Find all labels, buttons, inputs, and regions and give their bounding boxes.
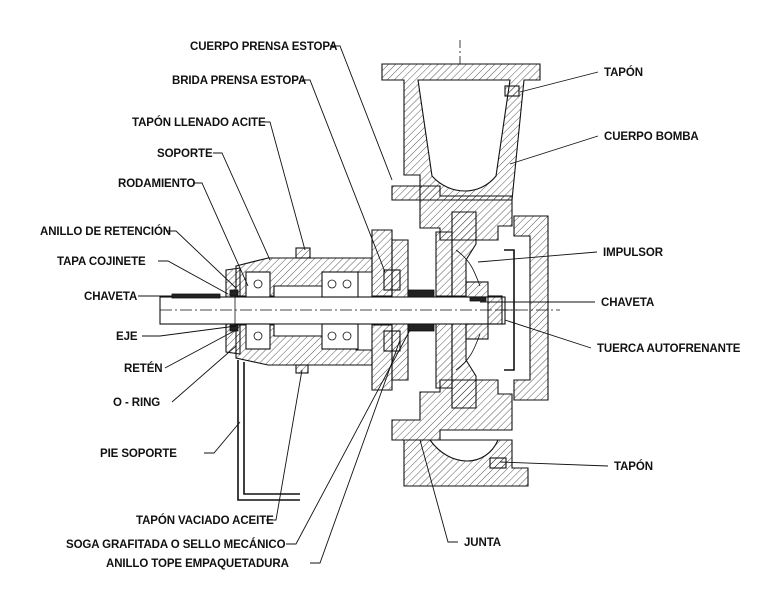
bearing-cap-tapa-cojinete (225, 267, 241, 355)
label-o-ring: O - RING (113, 397, 160, 409)
label-soporte: SOPORTE (157, 148, 213, 160)
label-brida-prensa-estopa: BRIDA PRENSA ESTOPA (172, 75, 306, 87)
lock-nut-tuerca (469, 295, 503, 325)
label-tapa-cojinete: TAPA COJINETE (57, 256, 146, 268)
label-chaveta-left: CHAVETA (84, 291, 137, 303)
label-tuerca-autofrenante: TUERCA AUTOFRENANTE (597, 343, 741, 355)
bearing-right-rodamiento (321, 271, 359, 350)
bearing-left-rodamiento (245, 271, 271, 350)
labels: CUERPO PRENSA ESTOPA BRIDA PRENSA ESTOPA… (40, 41, 741, 570)
label-tapon-top: TAPÓN (604, 66, 643, 79)
pump-drawing (159, 40, 560, 501)
casing-cover (459, 40, 560, 371)
label-junta: JUNTA (464, 537, 501, 549)
label-tapon-llenado-aceite: TAPÓN LLENADO ACITE (132, 116, 266, 129)
label-soga-grafitada: SOGA GRAFITADA O SELLO MECÁNICO (66, 538, 286, 551)
support-foot-pie-soporte (237, 360, 300, 501)
label-cuerpo-prensa-estopa: CUERPO PRENSA ESTOPA (190, 41, 337, 53)
label-anillo-retencion: ANILLO DE RETENCIÓN (40, 225, 171, 238)
label-impulsor: IMPULSOR (603, 247, 664, 259)
shaft-eje (159, 293, 520, 325)
label-cuerpo-bomba: CUERPO BOMBA (604, 131, 699, 143)
label-eje: EJE (116, 331, 138, 343)
label-tapon-vaciado-aceite: TAPÓN VACIADO ACEITE (136, 514, 274, 527)
label-anillo-tope: ANILLO TOPE EMPAQUETADURA (106, 558, 289, 570)
pump-casing-cuerpo-bomba (381, 63, 549, 487)
impeller-impulsor (435, 211, 489, 409)
label-tapon-bottom: TAPÓN (614, 460, 653, 473)
label-rodamiento: RODAMIENTO (118, 178, 196, 190)
leader-lines (138, 45, 609, 564)
label-chaveta-right: CHAVETA (601, 297, 654, 309)
label-pie-soporte: PIE SOPORTE (100, 448, 177, 460)
label-reten: RETÉN (124, 362, 162, 375)
